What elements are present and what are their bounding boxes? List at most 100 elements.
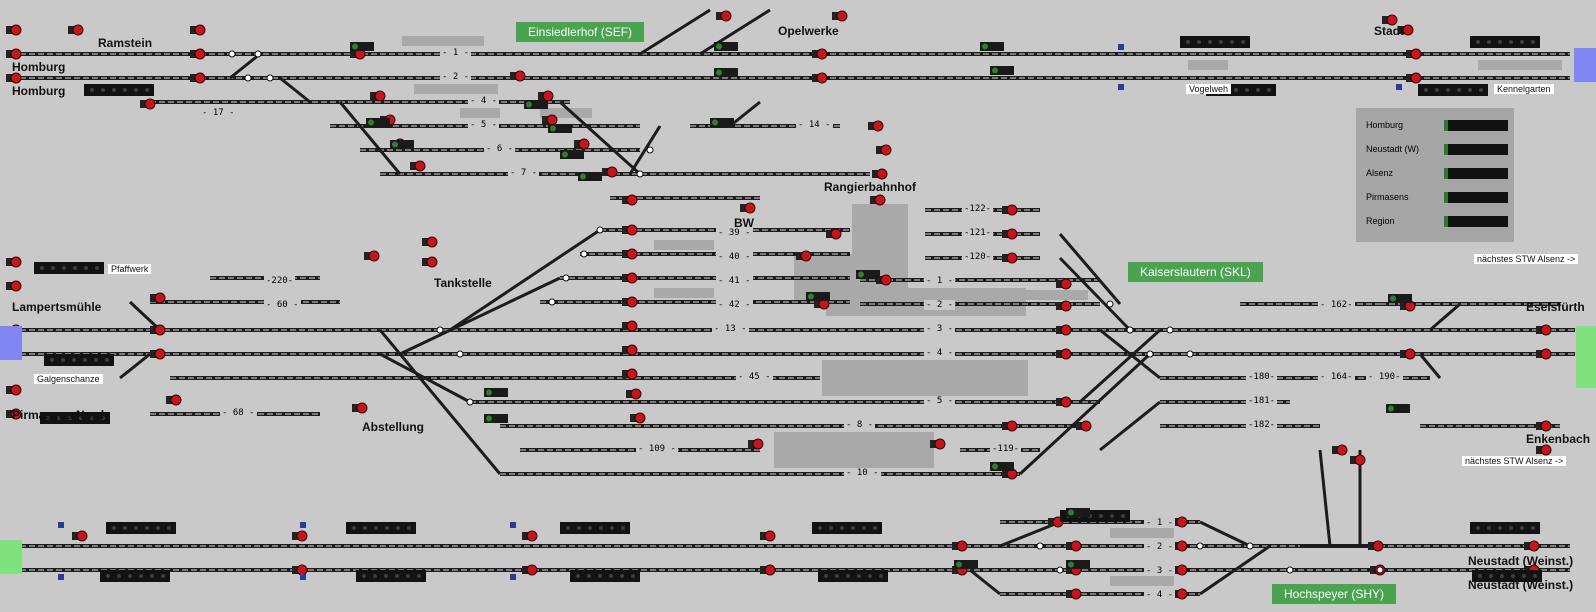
lamp-group-2: [714, 42, 738, 51]
counter-dot-13-1: [373, 574, 377, 578]
counter-display-3: [34, 262, 104, 274]
signal-icon-97: [764, 530, 776, 542]
lamp-group-8: [710, 118, 734, 127]
counter-dot-4-2: [72, 358, 76, 362]
lamp-group-14: [484, 388, 508, 397]
counter-dot-11-1: [1487, 526, 1491, 530]
signal-body-20: [812, 50, 820, 58]
track-label-shy-2: - 2 -: [1144, 542, 1176, 552]
signal-body-8: [350, 50, 358, 58]
track-label-sef-1: - 1 -: [440, 48, 472, 58]
signal-body-61: [6, 410, 14, 418]
edge-connector-east-blue[interactable]: [1574, 48, 1596, 82]
switch-point-20: [1196, 542, 1204, 550]
switch-point-9: [1106, 300, 1114, 308]
lamp-icon-5: [526, 101, 532, 108]
track-diagonal-16: [379, 352, 471, 404]
signal-body-89: [1066, 590, 1074, 598]
switch-point-19: [1056, 566, 1064, 574]
counter-dot-13-4: [406, 574, 410, 578]
signal-icon-14: [542, 90, 554, 102]
signal-icon-12: [414, 160, 426, 172]
signal-body-3: [68, 26, 76, 34]
counter-dot-10-5: [1121, 514, 1125, 518]
lamp-group-6: [366, 118, 390, 127]
track-label-121: -121-: [962, 228, 994, 238]
switch-point-6: [466, 398, 474, 406]
edge-connector-west-blue[interactable]: [0, 326, 22, 360]
signal-body-54: [1406, 50, 1414, 58]
panel-row-region-indicator[interactable]: [1444, 216, 1508, 227]
counter-dot-0-4: [134, 88, 138, 92]
signal-body-81: [1370, 566, 1378, 574]
panel-row-neustadt-indicator[interactable]: [1444, 144, 1508, 155]
track-label-skl-1: - 1 -: [924, 276, 956, 286]
counter-dot-14-0: [576, 574, 580, 578]
signal-icon-48: [1060, 396, 1072, 408]
platform-block-9: [654, 288, 714, 298]
switch-point-16: [636, 170, 644, 178]
counter-dot-3-3: [73, 266, 77, 270]
signal-body-39: [814, 300, 822, 308]
signal-body-31: [622, 298, 630, 306]
track-label-164: - 164-: [1318, 372, 1355, 382]
track-diagonal-25: [1318, 449, 1332, 547]
signal-icon-21: [816, 72, 828, 84]
label-naechstes-alsenz-2: nächstes STW Alsenz ->: [1462, 456, 1567, 466]
track-diagonal-2: [338, 101, 402, 175]
track-diagonal-23: [1199, 544, 1271, 596]
lamp-icon-12: [858, 271, 864, 278]
edge-connector-east-green-1[interactable]: [1576, 326, 1596, 388]
counter-dot-11-3: [1509, 526, 1513, 530]
track-label-8: - 8 -: [844, 420, 876, 430]
station-tankstelle: Tankstelle: [434, 276, 492, 290]
signal-icon-15: [546, 114, 558, 126]
signal-body-70: [748, 440, 756, 448]
lamp-icon-2: [716, 43, 722, 50]
signal-icon-96: [526, 564, 538, 576]
lamp-group-1: [980, 42, 1004, 51]
station-bw: BW: [734, 216, 754, 230]
signal-body-30: [622, 274, 630, 282]
signal-body-4: [190, 26, 198, 34]
signal-icon-90: [1354, 454, 1366, 466]
switch-point-18: [1036, 542, 1044, 550]
signal-body-9: [370, 92, 378, 100]
counter-dot-18-5: [1479, 88, 1483, 92]
counter-dot-13-3: [395, 574, 399, 578]
signal-icon-76: [1540, 420, 1552, 432]
panel-row-alsenz-indicator[interactable]: [1444, 168, 1508, 179]
edge-connector-west-green[interactable]: [0, 540, 22, 574]
counter-dot-16-5: [1533, 574, 1537, 578]
counter-dot-8-2: [588, 526, 592, 530]
track-diagonal-21: [969, 568, 1001, 596]
track-diagonal-7: [729, 100, 761, 128]
counter-display-16: [1472, 570, 1542, 582]
track-diagonal-0: [229, 52, 261, 80]
counter-dot-15-3: [857, 574, 861, 578]
switch-point-8: [1146, 350, 1154, 358]
platform-block-8: [654, 240, 714, 250]
counter-dot-12-5: [161, 574, 165, 578]
lamp-group-16: [990, 462, 1014, 471]
station-einsiedlerhof: Einsiedlerhof (SEF): [516, 22, 645, 42]
lamp-icon-14: [486, 389, 492, 396]
switch-point-11: [1186, 350, 1194, 358]
signal-body-40: [876, 276, 884, 284]
counter-dot-6-3: [145, 526, 149, 530]
signal-icon-77: [1540, 444, 1552, 456]
lamp-group-3: [714, 68, 738, 77]
track-label-4: - 4 -: [468, 96, 500, 106]
signal-body-6: [190, 74, 198, 82]
counter-dot-11-0: [1476, 526, 1480, 530]
counter-dot-3-4: [84, 266, 88, 270]
counter-dot-6-1: [123, 526, 127, 530]
signal-body-64: [150, 350, 158, 358]
counter-dot-8-5: [621, 526, 625, 530]
track-label-sef-2: - 2 -: [440, 72, 472, 82]
panel-row-pirmasens-indicator[interactable]: [1444, 192, 1508, 203]
counter-display-12: [100, 570, 170, 582]
signal-icon-64: [154, 348, 166, 360]
lamp-group-4: [990, 66, 1014, 75]
panel-row-homburg-indicator[interactable]: [1444, 120, 1508, 131]
